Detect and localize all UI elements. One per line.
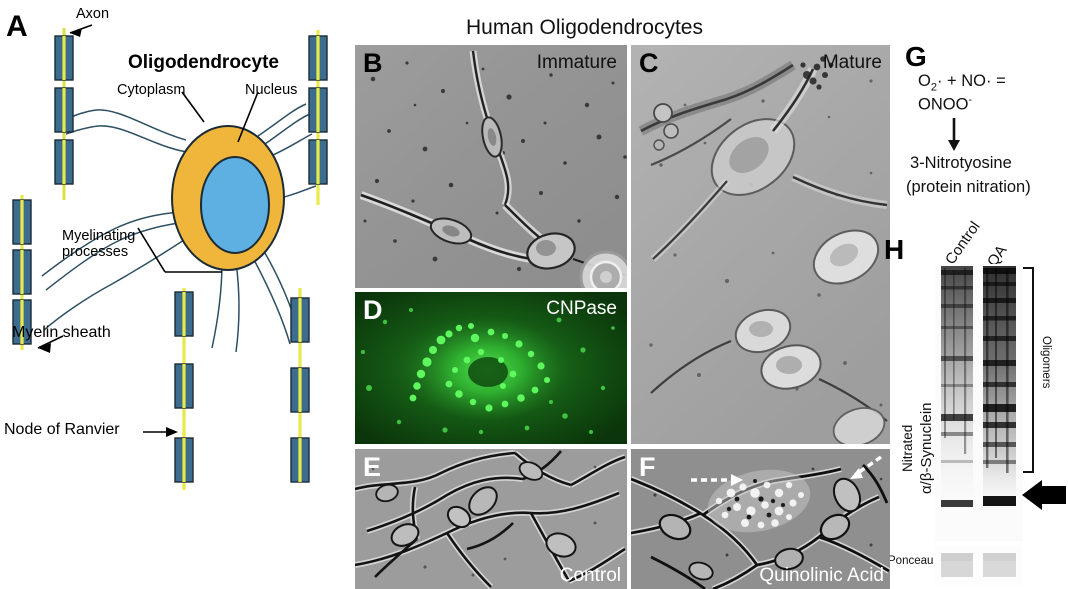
label-myelinating-processes-line1: Myelinating [62,228,136,244]
panel-h-western-blot: H Nitrated α/β-Synuclein Control QA [880,218,1068,589]
blot-membrane-image [935,264,1023,541]
label-axon: Axon [76,6,110,22]
panel-e-control-micrograph: E Control [355,449,627,589]
oligomers-label: Oligomers [1040,336,1052,389]
panel-d-image [355,292,627,444]
panel-letter-a: A [6,10,28,43]
panel-letter-c: C [639,48,659,78]
label-nucleus: Nucleus [245,82,298,98]
panel-b-immature-micrograph: B Immature [355,45,627,288]
label-myelin-sheath: Myelin sheath [12,324,111,341]
reaction-o2-subscript: 2 [930,81,937,94]
label-node-of-ranvier: Node of Ranvier [4,421,120,438]
label-oligodendrocyte: Oligodendrocyte [128,52,279,73]
panel-e-caption: Control [559,565,621,586]
label-myelinating-processes-line2: processes [62,244,129,260]
panel-letter-h: H [884,234,905,265]
ponceau-loading-control-image [935,545,1023,585]
panel-letter-d: D [363,295,383,325]
reaction-line-1: O2· + NO· = [918,72,1006,94]
panel-b-image [355,45,627,288]
panel-c-caption: Mature [822,52,882,73]
panel-g-nitration-reaction: G O2· + NO· = ONOO- 3-Nitrotyosine (prot… [900,40,1068,230]
oligomers-bracket-icon [1023,267,1034,473]
blot-y-axis-label-line2: α/β-Synuclein [918,402,935,494]
panel-d-caption: CNPase [546,298,617,319]
panel-f-quinolinic-acid-micrograph: F Quinolinic Acid [631,449,890,589]
panel-letter-e: E [363,452,382,482]
oligodendrocyte-schematic-svg [12,24,328,490]
reaction-line-2: ONOO- [918,94,972,114]
panel-letter-g: G [905,41,927,72]
panel-e-image [355,449,627,589]
panel-f-caption: Quinolinic Acid [759,565,884,586]
reaction-no-text: · + NO· = [936,72,1006,90]
reaction-product-line-2: (protein nitration) [906,178,1031,196]
panel-b-caption: Immature [536,52,617,73]
reaction-o2-text: O [918,72,931,90]
panel-c-image [631,45,890,444]
figure-title: Human Oligodendrocytes [466,16,703,39]
panel-letter-b: B [363,48,383,78]
ponceau-label: Ponceau [888,555,934,567]
band-pointer-arrow-icon [1022,480,1066,510]
reaction-onoo-text: ONOO [918,95,969,114]
label-cytoplasm: Cytoplasm [117,82,186,98]
reaction-onoo-superscript: - [968,94,973,106]
reaction-down-arrow-icon [948,118,960,151]
panel-f-image [631,449,890,589]
blot-y-axis-label-line1: Nitrated [900,424,915,472]
panel-a-schematic: A Axon Oligodendrocyte Cytoplasm Nucleus… [0,0,352,589]
panel-letter-f: F [639,452,656,482]
reaction-product-line-1: 3-Nitrotyosine [910,154,1012,172]
panel-d-cnpase-fluorescence: D CNPase [355,292,627,444]
panel-c-mature-micrograph: C Mature [631,45,890,444]
